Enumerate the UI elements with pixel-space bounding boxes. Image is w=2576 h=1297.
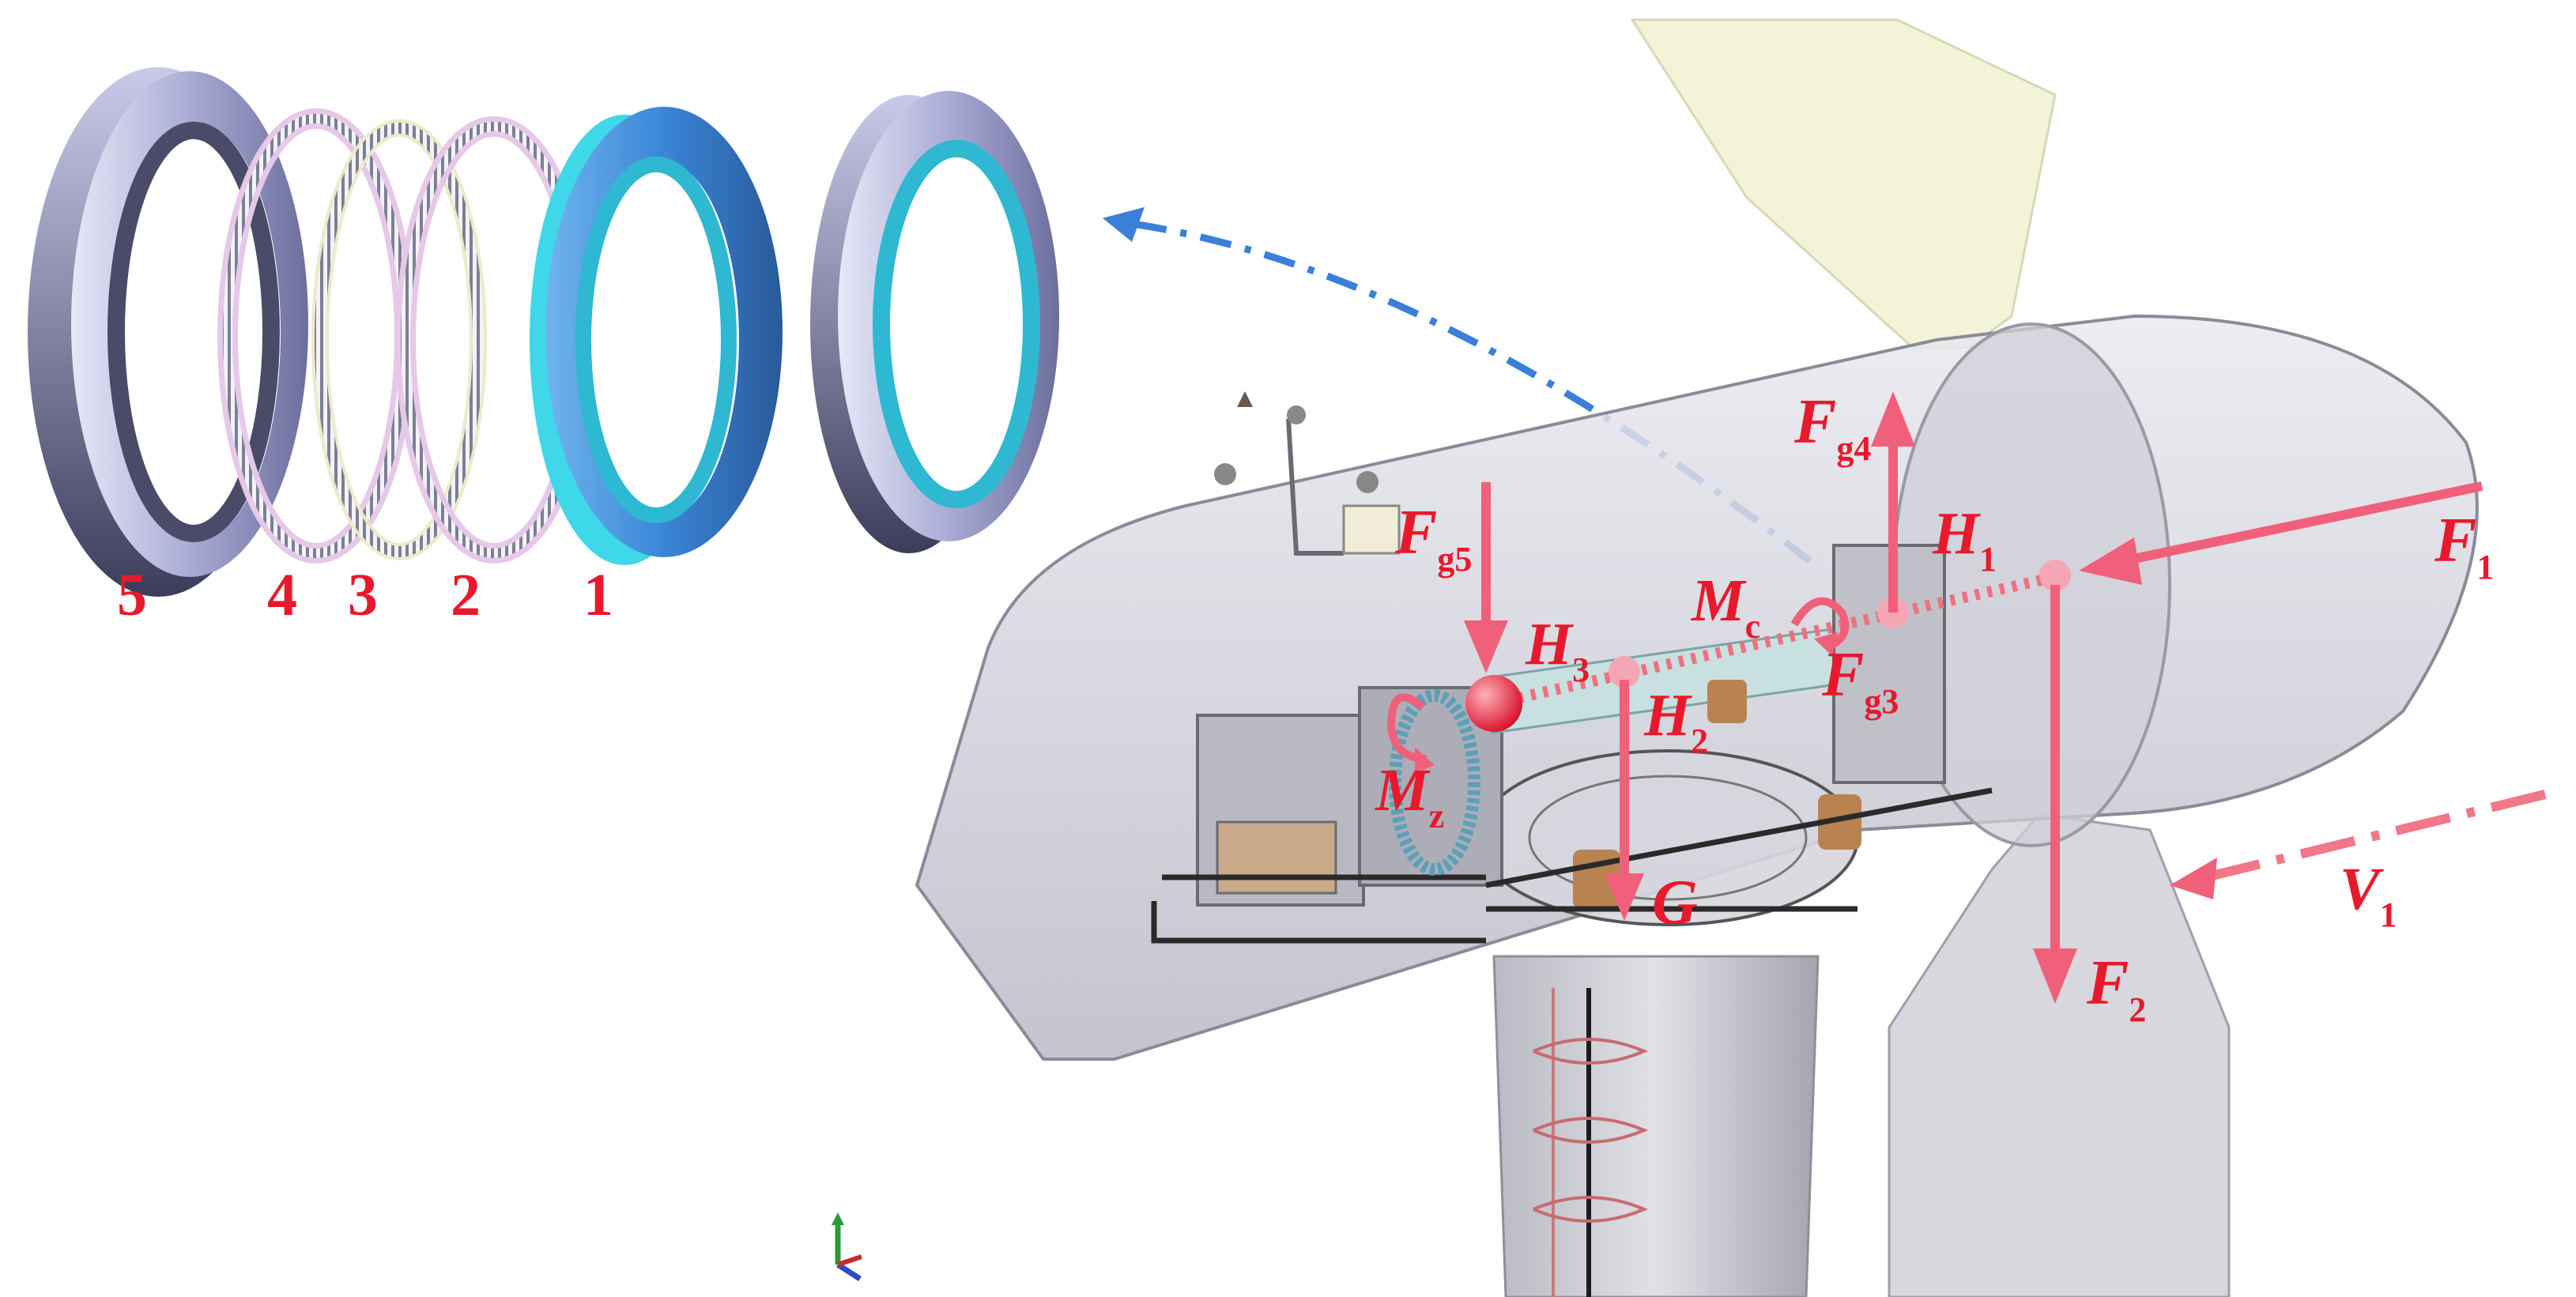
bearing-label-4: 4 [267,562,297,628]
bearing-label-1: 1 [583,562,613,628]
lower-blade [1888,813,2231,1297]
bearing-ring-3 [311,119,487,560]
frame-rails [1151,787,1993,944]
label-H2: H2 [1643,682,1708,760]
label-Mc: Mc [1691,567,1760,646]
point-H2 [1609,656,1640,688]
moment-curl-Mc [1790,597,1850,652]
bearing-label-3: 3 [348,562,378,628]
main-bearing-housing [1832,544,1946,784]
label-H1: H1 [1932,500,1997,579]
turbine-assembly [915,18,2479,1297]
assembled-bearing [810,91,1059,553]
label-V1: V1 [2340,856,2397,934]
point-H3 [1465,675,1522,732]
label-Fg3: Fg3 [1821,640,1899,721]
upper-blade [1630,18,2057,349]
label-F2: F2 [2086,948,2146,1029]
gear-ring [1389,689,1480,876]
bearing-ring-1 [530,107,783,565]
wind-arrow-V1 [2204,790,2547,882]
label-F1: F1 [2434,506,2494,586]
point-H1 [2039,560,2071,591]
label-Mz: Mz [1375,757,1444,835]
label-G: G [1652,868,1698,937]
bearing-label-5: 5 [117,562,147,628]
anemometer [1214,391,1401,556]
label-Fg5: Fg5 [1394,498,1472,579]
moment-curl-Mz [1386,693,1428,763]
label-H3: H3 [1525,611,1590,689]
load-annotations: F1 F2 Fg3 Fg4 Fg5 G H1 H2 H3 Mc Mz V1 [1375,387,2547,1029]
yaw-motor-right [1818,794,1861,850]
force-arrow-F1 [2121,481,2484,566]
tower [1492,955,1820,1297]
yaw-motor-top [1707,680,1747,723]
bearing-label-2: 2 [451,562,481,628]
coordinate-axes-icon [832,1212,862,1281]
label-Fg4: Fg4 [1793,387,1871,468]
bearing-callout-arrowhead [1103,207,1145,242]
exploded-bearing-group: 5 4 3 2 1 [28,67,1059,628]
